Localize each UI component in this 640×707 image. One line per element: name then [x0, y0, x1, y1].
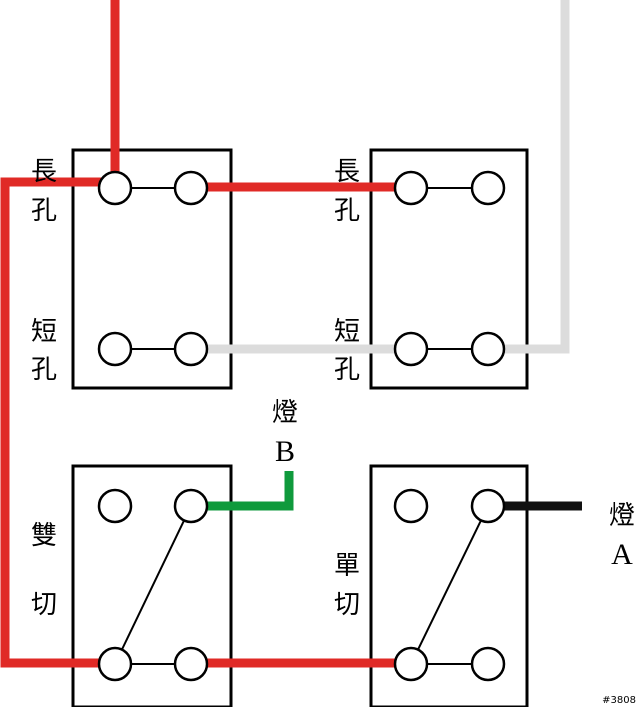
socket-left-short-label-1: 短: [31, 317, 57, 347]
lamp-b-char: 燈: [272, 398, 298, 428]
lamp-b-wire: [191, 471, 294, 511]
terminal: [470, 646, 506, 682]
live-wire-to-double-switch: [0, 177, 117, 668]
watermark-text: #3808: [602, 695, 636, 706]
socket-left-long-label-2: 孔: [31, 196, 57, 226]
terminal: [470, 170, 506, 206]
terminal: [97, 646, 133, 682]
single-switch-label-2: 切: [334, 590, 360, 620]
socket-right-long-label-2: 孔: [334, 196, 360, 226]
lamp-b-letter: B: [275, 435, 295, 468]
terminal: [173, 170, 209, 206]
terminal: [393, 331, 429, 367]
socket-left-long-label-1: 長: [31, 157, 57, 187]
single-switch-label-1: 單: [334, 551, 360, 581]
terminal: [393, 646, 429, 682]
lamp-a-char: 燈: [609, 501, 635, 531]
double-switch-label-1: 雙: [31, 521, 57, 551]
double-switch-lever: [114, 505, 192, 665]
terminal: [393, 170, 429, 206]
terminal: [173, 646, 209, 682]
terminal: [393, 488, 429, 524]
double-switch-label-2: 切: [31, 590, 57, 620]
terminal: [173, 331, 209, 367]
socket-right-short-label-2: 孔: [334, 355, 360, 385]
terminal: [470, 331, 506, 367]
socket-right-long-label-1: 長: [334, 157, 360, 187]
neutral-wire: [191, 0, 570, 354]
terminal: [97, 170, 133, 206]
lamp-a-letter: A: [611, 538, 633, 571]
terminal: [97, 331, 133, 367]
terminal: [97, 488, 133, 524]
single-switch-lever: [410, 505, 489, 665]
terminal: [173, 488, 209, 524]
terminal: [470, 488, 506, 524]
socket-left-short-label-2: 孔: [31, 355, 57, 385]
socket-right-short-label-1: 短: [334, 317, 360, 347]
